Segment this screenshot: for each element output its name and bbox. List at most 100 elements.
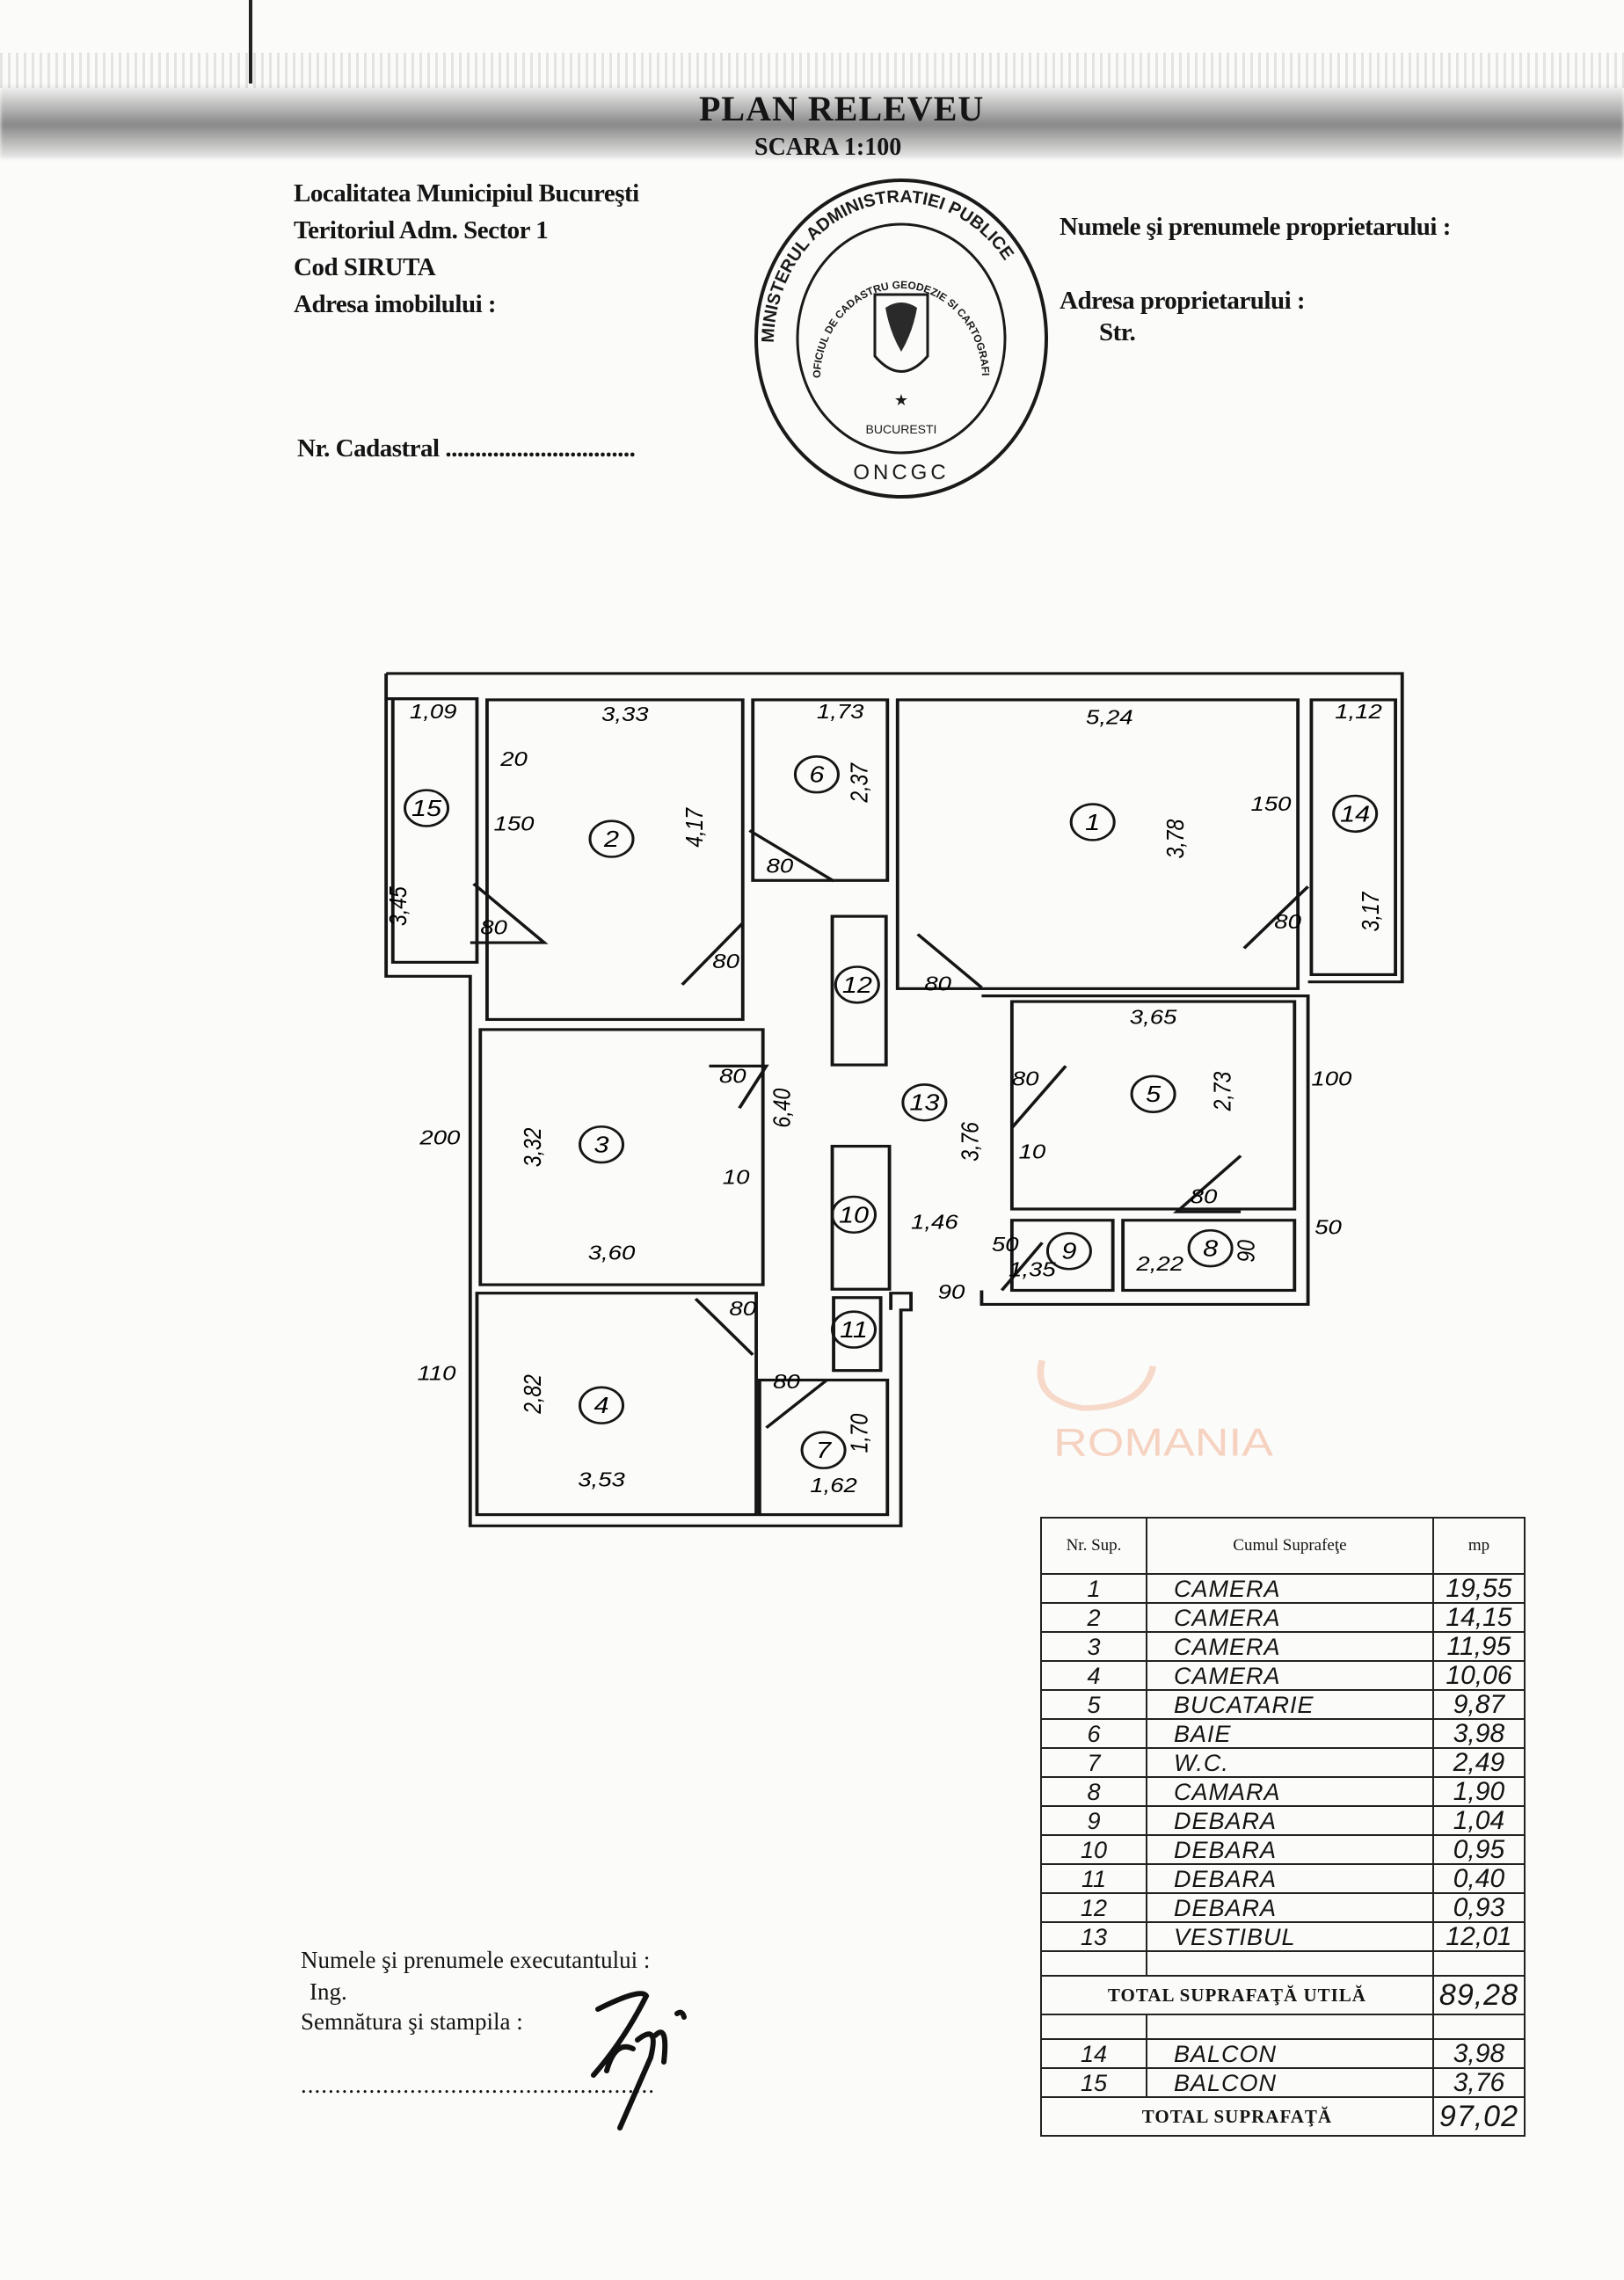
room-number-circle [1332, 794, 1379, 834]
room-number-circle [831, 1195, 878, 1235]
row-number: 9 [1040, 1805, 1147, 1836]
row-number: 1 [1040, 1573, 1147, 1604]
stamp-outer-ring [754, 178, 1048, 499]
room-number: 4 [594, 1393, 609, 1418]
dimension-label: 80 [480, 917, 507, 939]
dimension-label: 20 [499, 748, 528, 770]
row-area: 3,76 [1431, 2067, 1526, 2098]
dimension-label: 10 [723, 1166, 750, 1188]
dimension-label: 80 [712, 951, 739, 972]
room-number: 6 [809, 761, 824, 787]
row-name: CAMERA [1145, 1631, 1434, 1662]
table-row-blank [1040, 1950, 1526, 1977]
row-area: 1,04 [1431, 1805, 1526, 1836]
room-number: 7 [816, 1438, 832, 1463]
row-area: 14,15 [1431, 1602, 1526, 1633]
stamp-city: BUCURESTI [866, 422, 937, 436]
room-number: 5 [1146, 1082, 1161, 1107]
dimension-label: 50 [1314, 1217, 1342, 1239]
row-area: 12,01 [1431, 1921, 1526, 1952]
dimension-label: 80 [1274, 911, 1301, 933]
room-number-circle [800, 1431, 847, 1469]
empty-cell [1431, 1950, 1526, 1977]
table-header-row: Nr. Sup. Cumul Suprafeţe mp [1040, 1517, 1526, 1575]
dimension-label: 80 [1191, 1186, 1218, 1208]
empty-cell [1145, 1950, 1434, 1977]
col-header-name: Cumul Suprafeţe [1145, 1517, 1434, 1575]
dimension-label: 3,76 [958, 1121, 984, 1161]
signature [591, 1991, 687, 2131]
dimension-label: 150 [1251, 793, 1292, 815]
dimension-label: 3,45 [385, 885, 411, 925]
empty-cell [1040, 2014, 1147, 2040]
row-area: 10,06 [1431, 1660, 1526, 1691]
locality: Localitatea Municipiul Bucureşti [294, 179, 639, 208]
row-area: 1,90 [1431, 1776, 1526, 1807]
row-number: 2 [1040, 1602, 1147, 1633]
dimension-label: 50 [992, 1234, 1019, 1256]
siruta-code: Cod SIRUTA [294, 253, 436, 281]
dimension-label: 1,70 [846, 1414, 872, 1453]
room-number: 15 [411, 795, 441, 820]
svg-text:MINISTERUL ADMINISTRATIEI PUBL: MINISTERUL ADMINISTRATIEI PUBLICE [759, 187, 1017, 343]
row-area: 19,55 [1431, 1573, 1526, 1604]
room-number-circle [579, 1386, 625, 1424]
row-name: CAMARA [1145, 1776, 1434, 1807]
dimension-label: 1,09 [410, 701, 457, 723]
room-number-circle [1045, 1232, 1092, 1271]
stamp-outer-text: MINISTERUL ADMINISTRATIEI PUBLICE [759, 187, 1017, 343]
dimension-label: 80 [1012, 1068, 1039, 1090]
dimension-label: 1,46 [911, 1211, 959, 1233]
total-label: TOTAL SUPRAFAŢĂ [1040, 2096, 1434, 2137]
row-name: W.C. [1145, 1747, 1434, 1778]
dimension-label: 1,62 [810, 1475, 857, 1497]
dimension-label: 80 [719, 1066, 746, 1088]
dimension-label: 150 [494, 813, 535, 835]
room-number: 13 [909, 1089, 939, 1115]
row-number: 7 [1040, 1747, 1147, 1778]
room-number-circle [1187, 1228, 1234, 1268]
row-area: 11,95 [1431, 1631, 1526, 1662]
owner-address-label: Adresa proprietarului : [1060, 287, 1306, 315]
empty-cell [1431, 2014, 1526, 2040]
room-number-circle [588, 819, 635, 858]
eagle-icon [885, 302, 917, 352]
stamp-inner-ring [796, 222, 1007, 455]
total-util-value: 89,28 [1431, 1975, 1526, 2015]
room-number-circle [901, 1083, 948, 1122]
dimension-label: 3,17 [1358, 892, 1384, 931]
dimension-label: 3,78 [1162, 819, 1189, 859]
scale-label: SCARA 1:100 [754, 134, 902, 161]
empty-cell [1040, 1950, 1147, 1977]
coat-of-arms-icon [873, 293, 929, 373]
dimension-label: 10 [1019, 1141, 1046, 1163]
room-number: 2 [603, 826, 619, 851]
room-number: 14 [1340, 801, 1370, 827]
row-name: BALCON [1145, 2038, 1434, 2069]
dimension-label: 2,82 [520, 1374, 546, 1415]
dimension-label: 3,60 [588, 1242, 636, 1264]
dimension-label: 6,40 [768, 1089, 795, 1128]
property-address: Adresa imobilului : [294, 290, 497, 318]
official-stamp: MINISTERUL ADMINISTRATIEI PUBLICE OFICIU… [752, 171, 1048, 499]
dimension-label: 110 [418, 1363, 456, 1385]
dimension-label: 5,24 [1086, 706, 1133, 728]
row-area: 9,87 [1431, 1689, 1526, 1720]
row-number: 3 [1040, 1631, 1147, 1662]
room-number-circle [834, 965, 880, 1004]
room-number: 11 [840, 1317, 868, 1343]
row-name: DEBARA [1145, 1834, 1434, 1865]
room-number: 8 [1203, 1235, 1218, 1261]
room-number-circle [1069, 803, 1116, 841]
